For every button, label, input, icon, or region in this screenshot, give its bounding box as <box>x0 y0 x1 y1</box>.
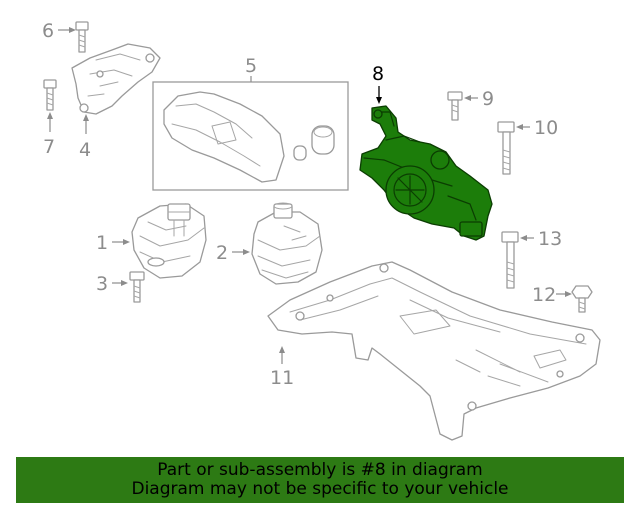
svg-text:5: 5 <box>245 55 257 77</box>
engine-mount-part-2[interactable] <box>251 202 323 285</box>
notice-banner: Part or sub-assembly is #8 in diagram Di… <box>16 457 624 503</box>
svg-text:6: 6 <box>42 20 54 42</box>
crossmember-part-11[interactable] <box>267 261 601 441</box>
svg-text:1: 1 <box>96 232 108 254</box>
callout-6[interactable]: 6 <box>42 20 76 42</box>
callout-5[interactable]: 5 <box>245 55 257 82</box>
bracket-part-4[interactable] <box>71 43 161 115</box>
svg-text:9: 9 <box>482 88 494 110</box>
svg-text:2: 2 <box>216 242 228 264</box>
callout-10[interactable]: 10 <box>516 117 558 139</box>
bolt-part-7[interactable] <box>43 79 57 111</box>
engine-mount-part-8[interactable] <box>359 105 493 241</box>
callout-13[interactable]: 13 <box>520 228 562 250</box>
callout-8[interactable]: 8 <box>372 63 384 104</box>
svg-text:4: 4 <box>79 139 91 161</box>
svg-text:11: 11 <box>270 367 294 389</box>
bolt-part-3[interactable] <box>129 271 145 303</box>
svg-text:12: 12 <box>532 284 556 306</box>
banner-line-1: Part or sub-assembly is #8 in diagram <box>157 460 483 480</box>
callout-12[interactable]: 12 <box>532 284 572 306</box>
svg-text:3: 3 <box>96 273 108 295</box>
bolt-part-12[interactable] <box>571 285 593 313</box>
callout-2[interactable]: 2 <box>216 242 250 264</box>
svg-text:10: 10 <box>534 117 558 139</box>
callout-11[interactable]: 11 <box>270 346 294 389</box>
callout-3[interactable]: 3 <box>96 273 128 295</box>
bolt-part-13[interactable] <box>501 231 519 289</box>
heat-shield-part-5[interactable] <box>152 81 349 191</box>
callout-7[interactable]: 7 <box>43 112 55 158</box>
bolt-part-6[interactable] <box>75 21 89 53</box>
callout-9[interactable]: 9 <box>464 88 494 110</box>
callout-4[interactable]: 4 <box>79 114 91 161</box>
svg-text:8: 8 <box>372 63 384 85</box>
bolt-part-9[interactable] <box>447 91 463 121</box>
svg-text:13: 13 <box>538 228 562 250</box>
callout-1[interactable]: 1 <box>96 232 130 254</box>
svg-text:7: 7 <box>43 136 55 158</box>
banner-line-2: Diagram may not be specific to your vehi… <box>131 479 509 499</box>
engine-mount-part-1[interactable] <box>131 203 207 279</box>
bolt-part-10[interactable] <box>497 121 515 175</box>
